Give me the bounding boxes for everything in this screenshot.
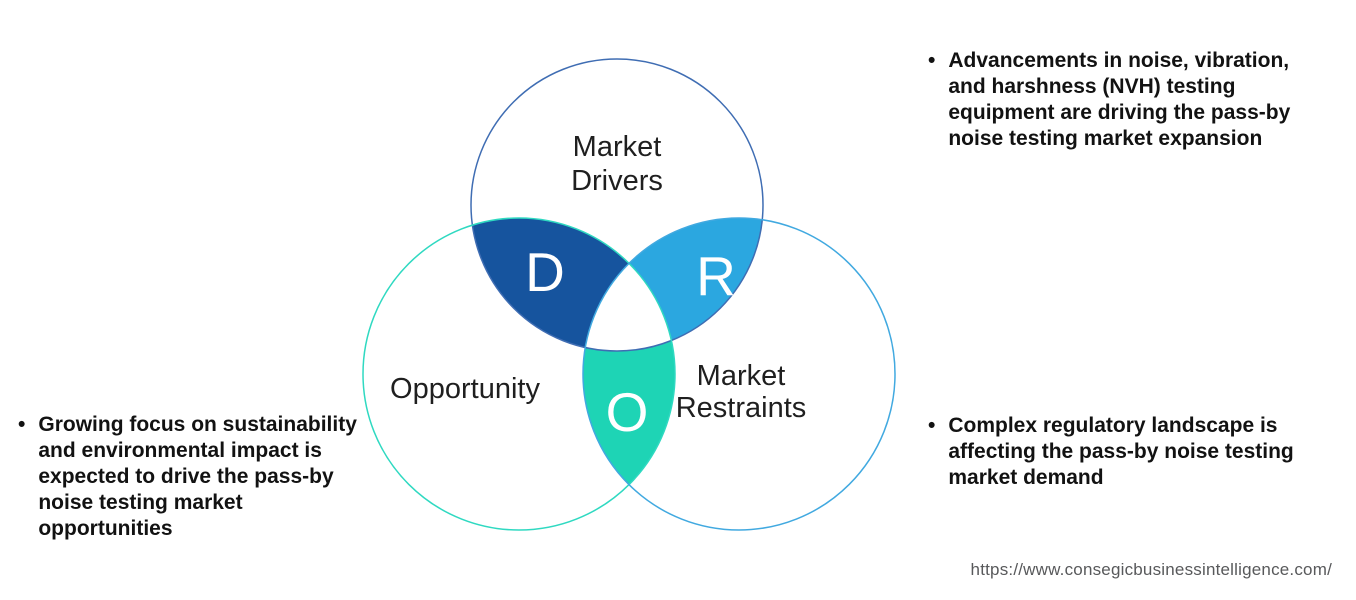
venn-circle-restraints-outline	[582, 217, 896, 531]
bullet-opportunity-note: • Growing focus on sustainability and en…	[18, 412, 357, 542]
bullet-line: expected to drive the pass-by	[38, 465, 334, 488]
venn-label-restraints-line1: Market	[697, 360, 786, 392]
bullet-line: market demand	[948, 466, 1104, 489]
venn-circle-opportunity-outline	[362, 217, 676, 531]
bullet-text: Advancements in noise, vibration, and ha…	[948, 48, 1290, 152]
venn-letter-d: D	[525, 241, 565, 303]
bullet-line: opportunities	[38, 517, 173, 540]
bullet-line: noise testing market	[38, 491, 243, 514]
bullet-line: equipment are driving the pass-by	[948, 101, 1291, 124]
bullet-line: Complex regulatory landscape is	[948, 414, 1278, 437]
venn-label-drivers-line2: Drivers	[571, 165, 663, 197]
venn-region-drivers-opportunity	[471, 218, 675, 351]
venn-label-opportunity: Opportunity	[390, 373, 540, 405]
venn-letter-r: R	[696, 245, 736, 307]
venn-circle-drivers-outline	[470, 58, 764, 352]
bullet-line: Advancements in noise, vibration,	[948, 49, 1290, 72]
bullet-line: Growing focus on sustainability	[38, 413, 357, 436]
venn-region-drivers-restraints	[583, 218, 763, 351]
source-url: https://www.consegicbusinessintelligence…	[970, 560, 1332, 579]
bullet-drivers-note: • Advancements in noise, vibration, and …	[928, 48, 1290, 152]
venn-label-drivers-line1: Market	[573, 131, 662, 163]
bullet-line: noise testing market expansion	[948, 127, 1263, 150]
venn-diagram: D R O Market Drivers Opportunity Market …	[362, 58, 896, 531]
bullet-line: affecting the pass-by noise testing	[948, 440, 1294, 463]
bullet-restraints-note: • Complex regulatory landscape is affect…	[928, 413, 1294, 491]
bullet-line: and environmental impact is	[38, 439, 322, 462]
bullet-line: and harshness (NVH) testing	[948, 75, 1236, 98]
venn-letter-o: O	[606, 381, 649, 443]
venn-label-restraints-line2: Restraints	[676, 392, 807, 424]
bullet-marker: •	[928, 49, 936, 72]
bullet-text: Growing focus on sustainability and envi…	[38, 412, 357, 542]
bullet-text: Complex regulatory landscape is affectin…	[948, 413, 1293, 491]
bullet-marker: •	[18, 413, 26, 436]
bullet-marker: •	[928, 414, 936, 437]
